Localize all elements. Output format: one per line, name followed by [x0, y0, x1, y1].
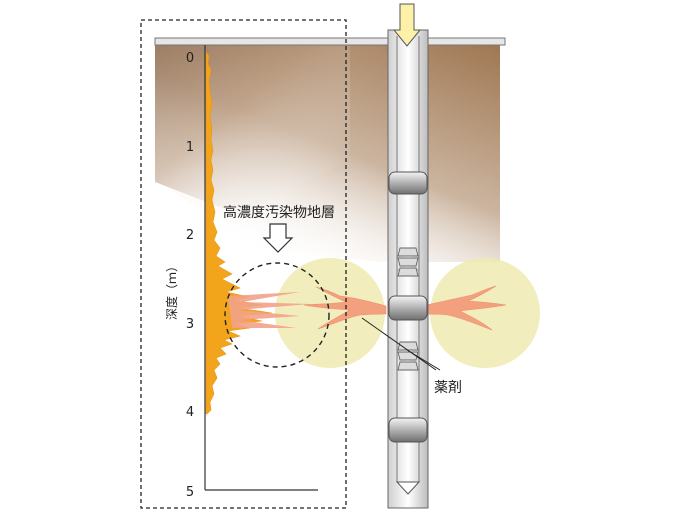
depth-tick-2: 2	[186, 228, 194, 243]
depth-ticks: 0 1 2 3 4 5	[186, 51, 194, 500]
chemical-pointer-2	[406, 349, 441, 371]
contaminated-layer-circle	[224, 262, 330, 368]
depth-tick-3: 3	[186, 317, 194, 332]
layer-spread	[228, 292, 310, 328]
injection-zone-right	[430, 258, 540, 368]
packer-1	[388, 171, 428, 195]
pipe-tip	[395, 481, 421, 495]
packer-2	[388, 295, 428, 321]
injection-arrow-icon	[392, 3, 422, 47]
depth-tick-0: 0	[186, 51, 194, 66]
packer-3	[388, 417, 428, 443]
injection-zone-left	[275, 258, 385, 368]
depth-tick-1: 1	[186, 140, 194, 155]
contaminated-layer-label: 高濃度汚染物地層	[223, 204, 335, 221]
chemical-pointer-1	[361, 317, 437, 371]
chemical-label: 薬剤	[434, 380, 462, 396]
chemical-fractures	[303, 285, 507, 331]
nozzle-valves	[397, 247, 419, 371]
profile-panel-frame	[140, 19, 347, 509]
down-arrow-icon	[262, 223, 294, 253]
ground-surface-bar	[154, 37, 506, 46]
depth-axis-label: 深度（ｍ）	[164, 260, 179, 320]
depth-tick-5: 5	[186, 485, 194, 500]
packers	[388, 171, 428, 443]
concentration-profile	[205, 51, 273, 415]
depth-tick-4: 4	[186, 405, 194, 420]
